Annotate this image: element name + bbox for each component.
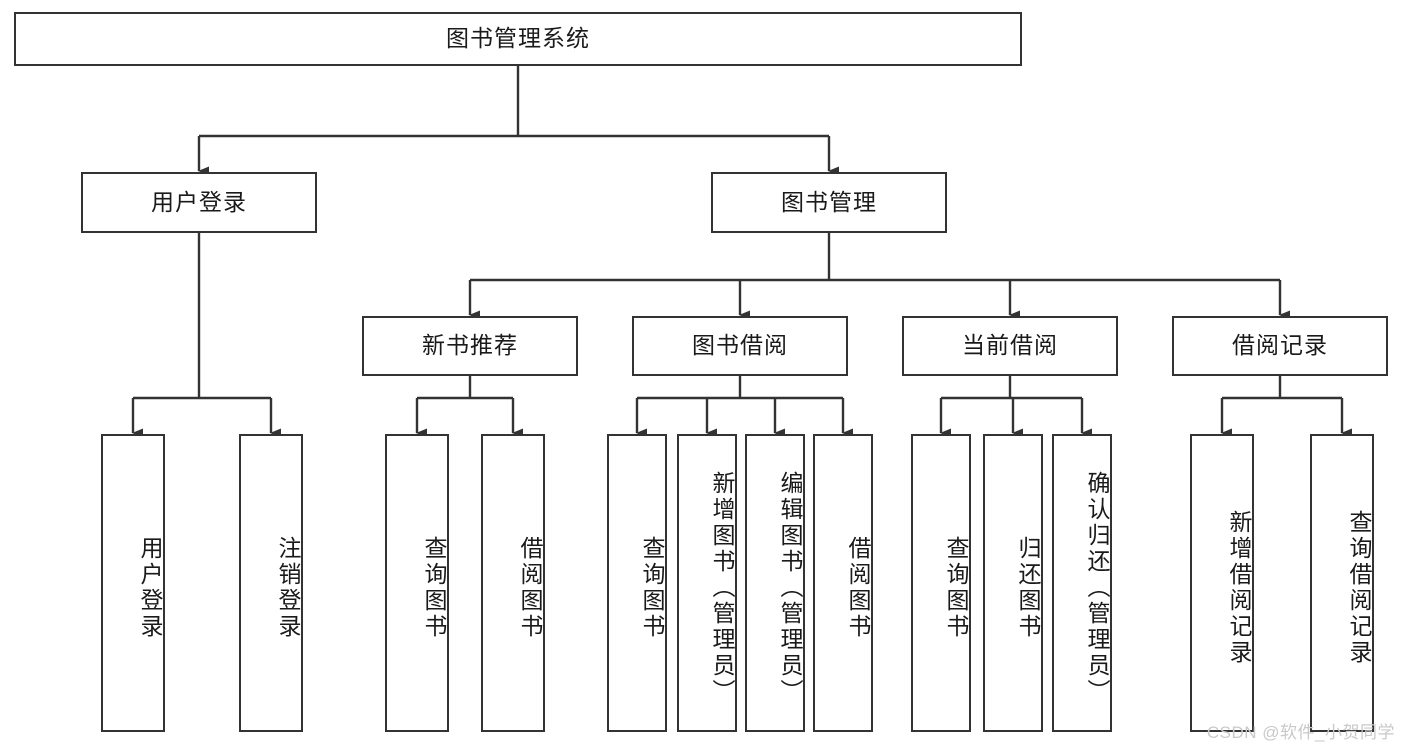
- node-label: 图书管理系统: [446, 25, 590, 52]
- node-label: 借阅图书: [517, 536, 543, 640]
- node-l9[interactable]: 查询图书: [911, 434, 971, 732]
- node-label: 用户登录: [137, 536, 163, 640]
- node-current[interactable]: 当前借阅: [902, 316, 1118, 376]
- node-label: 查询借阅记录: [1346, 510, 1372, 666]
- node-label: 图书借阅: [692, 332, 788, 359]
- watermark-label: CSDN @软件_小贺同学: [1206, 723, 1395, 742]
- node-l7[interactable]: 编辑图书（管理员）: [745, 434, 805, 732]
- node-login[interactable]: 用户登录: [81, 172, 317, 233]
- node-label: 归还图书: [1015, 536, 1041, 640]
- node-borrow[interactable]: 图书借阅: [632, 316, 848, 376]
- node-l13[interactable]: 查询借阅记录: [1310, 434, 1374, 732]
- node-l8[interactable]: 借阅图书: [813, 434, 873, 732]
- node-label: 当前借阅: [962, 332, 1058, 359]
- node-l10[interactable]: 归还图书: [983, 434, 1043, 732]
- node-l11[interactable]: 确认归还（管理员）: [1052, 434, 1112, 732]
- node-label: 新书推荐: [422, 332, 518, 359]
- node-label: 用户登录: [151, 188, 247, 215]
- node-label: 新增图书（管理员）: [709, 471, 735, 705]
- node-l5[interactable]: 查询图书: [607, 434, 667, 732]
- node-l3[interactable]: 查询图书: [385, 434, 449, 732]
- node-label: 查询图书: [421, 536, 447, 640]
- node-label: 图书管理: [781, 188, 877, 215]
- node-label: 借阅记录: [1232, 332, 1328, 359]
- node-l2[interactable]: 注销登录: [239, 434, 303, 732]
- node-l12[interactable]: 新增借阅记录: [1190, 434, 1254, 732]
- node-newbook[interactable]: 新书推荐: [362, 316, 578, 376]
- node-bookmgmt[interactable]: 图书管理: [711, 172, 947, 233]
- node-l1[interactable]: 用户登录: [101, 434, 165, 732]
- node-label: 借阅图书: [845, 536, 871, 640]
- node-label: 注销登录: [275, 536, 301, 640]
- node-label: 新增借阅记录: [1226, 510, 1252, 666]
- node-records[interactable]: 借阅记录: [1172, 316, 1388, 376]
- node-label: 查询图书: [943, 536, 969, 640]
- node-l6[interactable]: 新增图书（管理员）: [677, 434, 737, 732]
- node-l4[interactable]: 借阅图书: [481, 434, 545, 732]
- node-label: 编辑图书（管理员）: [777, 471, 803, 705]
- node-label: 确认归还（管理员）: [1084, 471, 1110, 705]
- node-root[interactable]: 图书管理系统: [14, 12, 1022, 66]
- node-label: 查询图书: [639, 536, 665, 640]
